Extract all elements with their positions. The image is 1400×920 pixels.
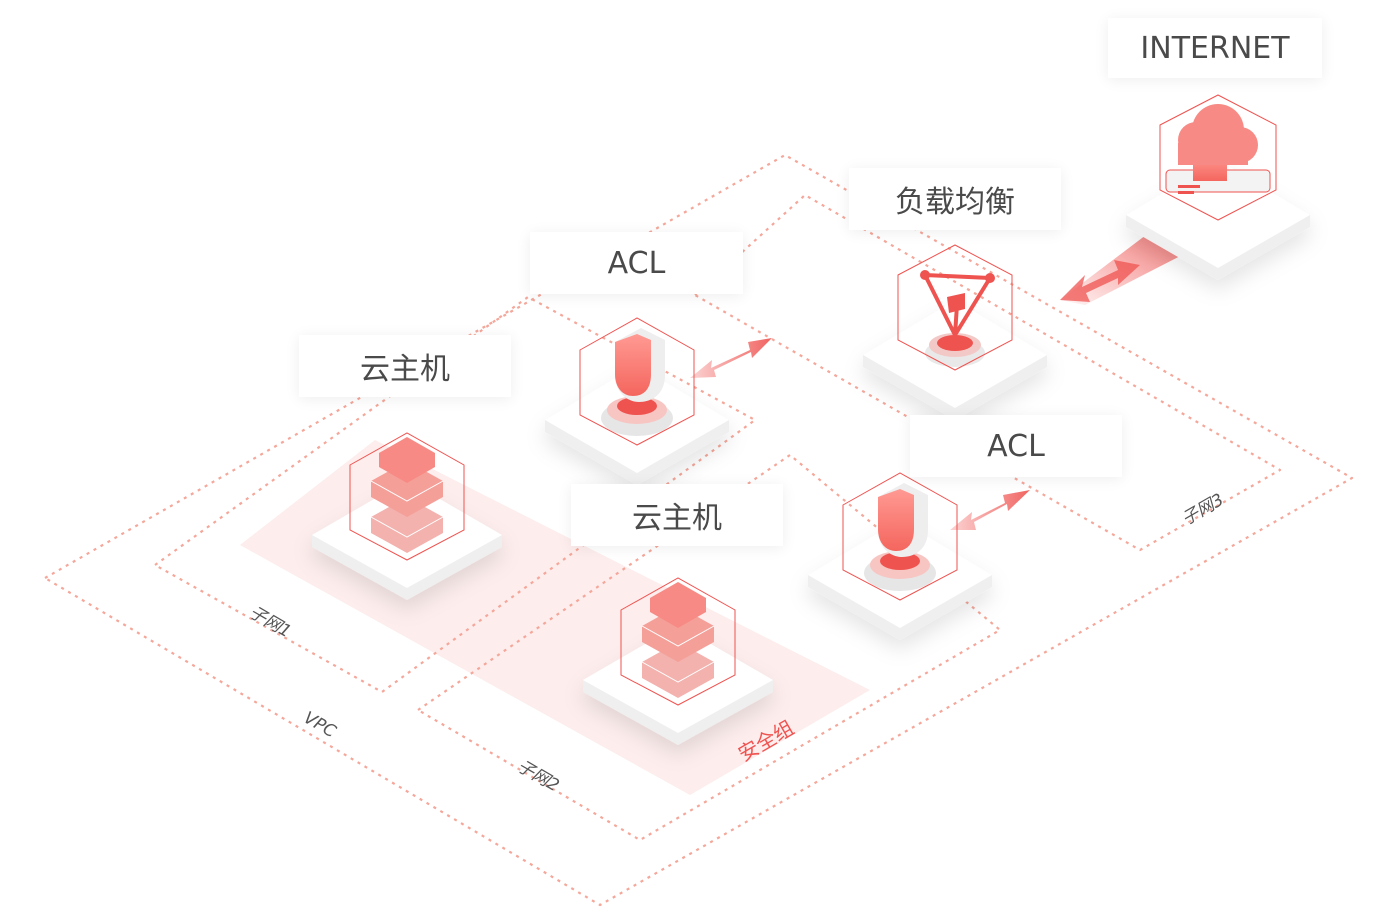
shield-icon [864, 483, 936, 591]
subnet3-boundary [693, 193, 1282, 552]
triangle-nodes-icon [920, 270, 995, 367]
acl-top-node[interactable] [545, 317, 729, 485]
shield-icon [601, 328, 673, 436]
internet-node[interactable] [1126, 94, 1310, 280]
internet-arrow [1060, 260, 1140, 302]
vm-left-label: 云主机 [299, 335, 511, 397]
acl-bottom-label: ACL [910, 415, 1122, 477]
load-balancer-node[interactable] [863, 244, 1047, 420]
acl-top-label: ACL [530, 232, 743, 294]
acl-bottom-node[interactable] [808, 472, 992, 640]
subnet2-boundary [416, 453, 1002, 842]
acl-top-arrow [690, 338, 772, 378]
vm-left-node[interactable] [312, 432, 502, 600]
cloud-chip-icon [1165, 104, 1271, 194]
server-stack-icon [641, 582, 715, 698]
vm-center-node[interactable] [583, 577, 773, 745]
acl-bottom-arrow [950, 490, 1030, 530]
internet-label: INTERNET [1108, 18, 1322, 78]
server-stack-icon [370, 437, 444, 553]
vm-center-label: 云主机 [571, 484, 783, 546]
load-balancer-label: 负载均衡 [849, 168, 1061, 230]
vpc-boundary [43, 153, 1354, 907]
